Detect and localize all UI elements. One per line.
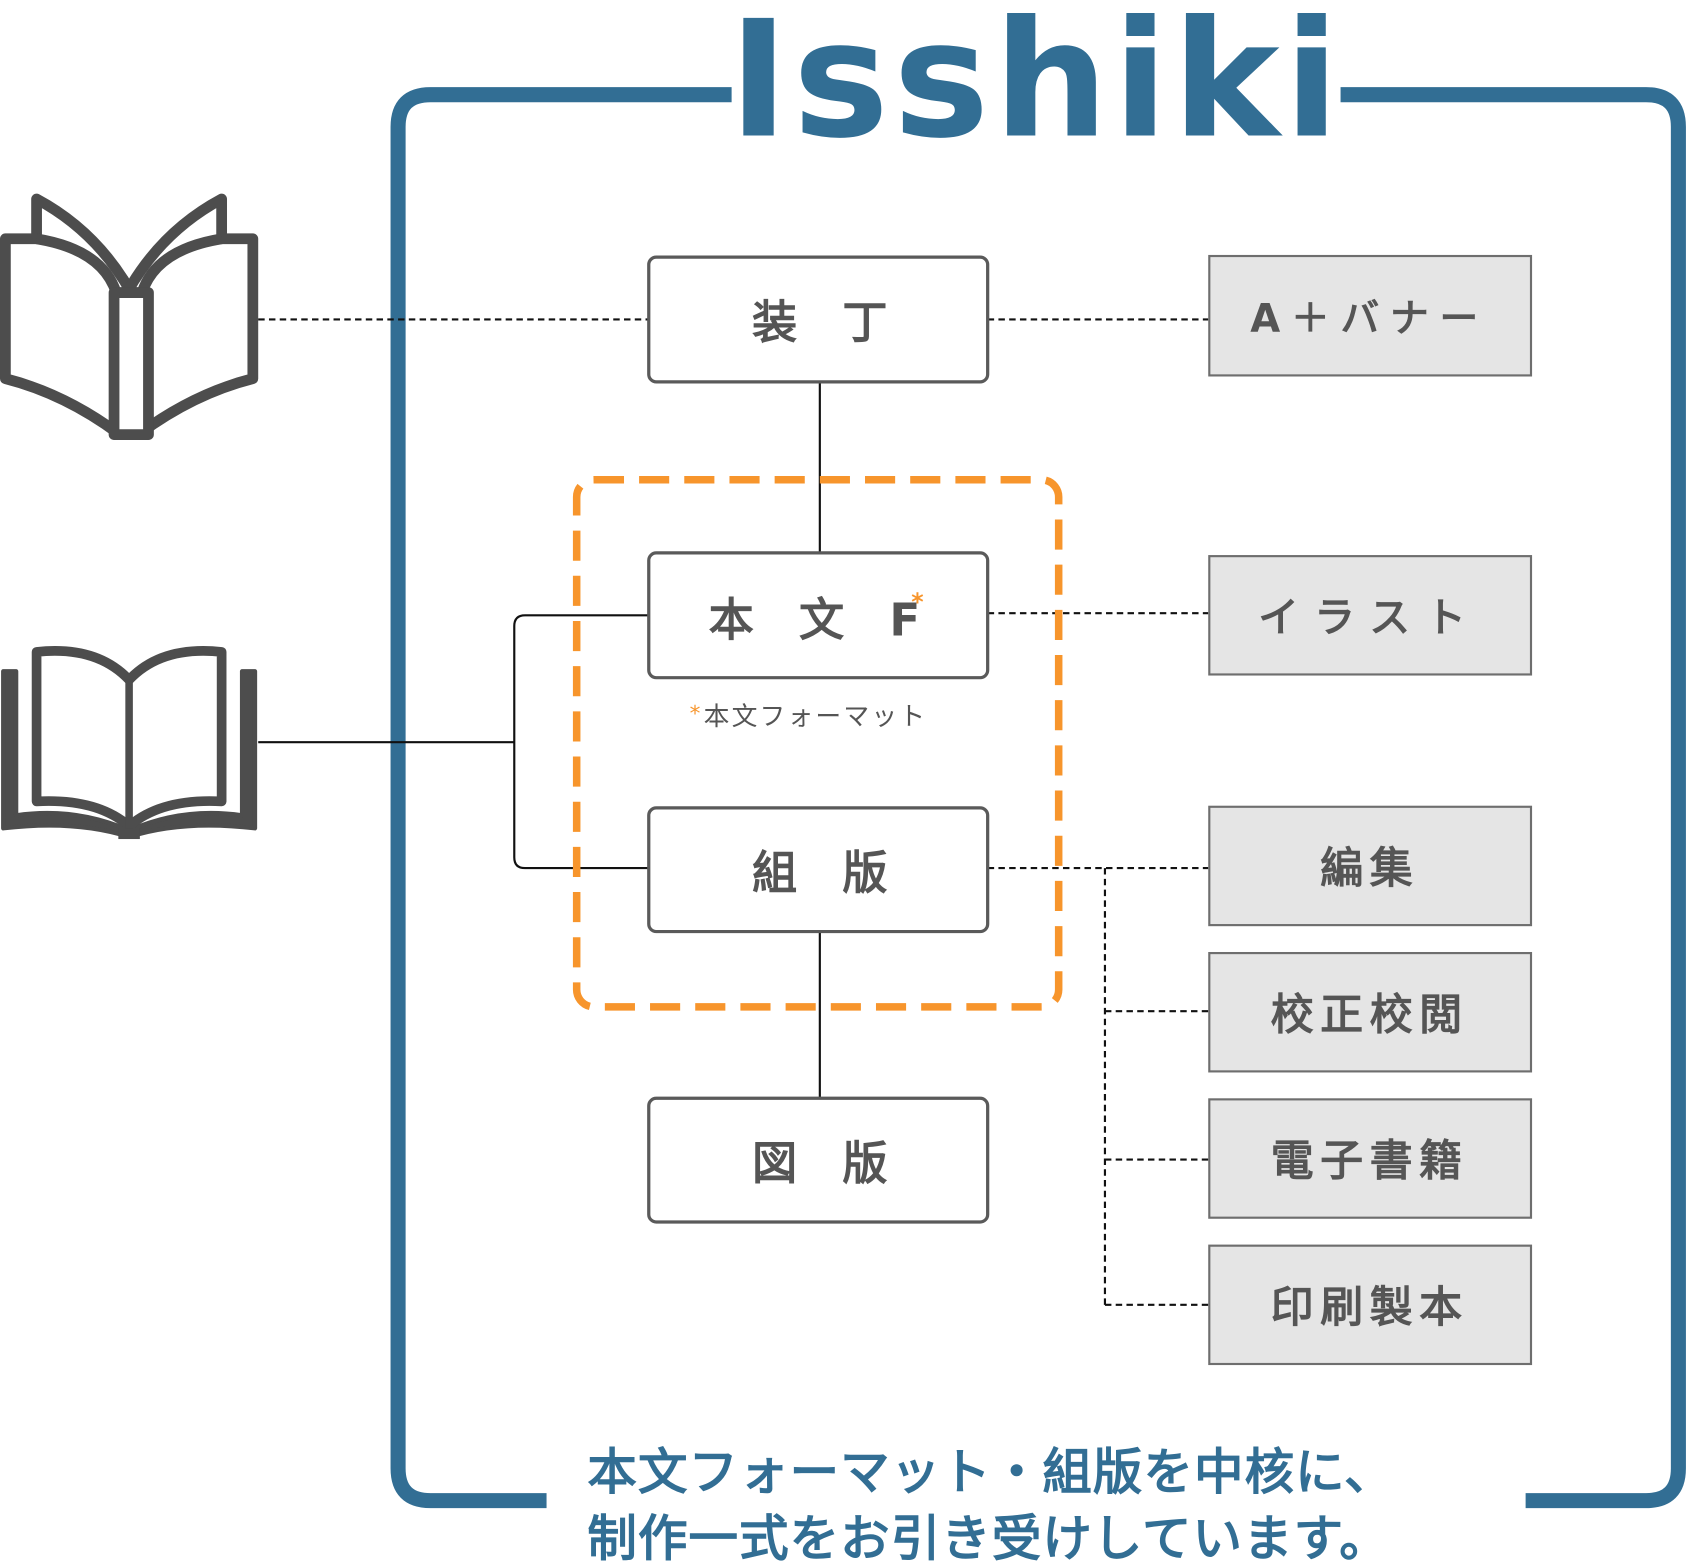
service-node-label: 電子書籍: [1271, 1137, 1469, 1187]
service-node-label: A＋バナー: [1250, 296, 1489, 341]
footnote-marker: *: [911, 588, 923, 616]
open-book-cover-icon: [0, 193, 259, 440]
core-node-honbun[interactable]: 本 文 F *: [647, 551, 990, 680]
service-node-label: 校正校閲: [1271, 990, 1469, 1040]
open-book-body-icon: [1, 646, 258, 840]
core-node-label: 組 版: [752, 847, 888, 900]
tagline-line-2: 制作一式をお引き受けしています。: [587, 1509, 1389, 1563]
service-node-label: 印刷製本: [1271, 1283, 1469, 1333]
frame-left: [390, 87, 732, 1509]
core-node-label: 図 版: [752, 1137, 888, 1190]
core-node-zuhan[interactable]: 図 版: [647, 1096, 990, 1224]
footnote: * 本文フォーマット: [690, 702, 928, 732]
isshiki-frame: [390, 87, 1686, 1509]
footnote-marker: *: [690, 702, 701, 727]
service-node-kousei[interactable]: 校正校閲: [1208, 951, 1533, 1073]
service-node-label: 編集: [1320, 844, 1419, 894]
service-node-ebook[interactable]: 電子書籍: [1208, 1098, 1533, 1219]
service-node-illust[interactable]: イラスト: [1208, 555, 1533, 676]
service-node-label: イラスト: [1258, 593, 1481, 641]
tagline-line-1: 本文フォーマット・組版を中核に、: [587, 1443, 1394, 1501]
core-node-label: 本 文 F: [709, 594, 921, 647]
core-node-kumihan[interactable]: 組 版: [647, 806, 990, 934]
service-node-henshu[interactable]: 編集: [1208, 805, 1533, 927]
frame-right: [1340, 87, 1686, 1509]
service-node-banner[interactable]: A＋バナー: [1208, 254, 1533, 377]
core-node-label: 装 丁: [752, 296, 888, 349]
service-node-print[interactable]: 印刷製本: [1208, 1244, 1533, 1366]
footnote-text: 本文フォーマット: [704, 702, 928, 732]
connector-branch: [513, 614, 649, 870]
brand-title: Isshiki: [729, 0, 1344, 175]
core-node-souchou[interactable]: 装 丁: [647, 255, 990, 384]
connectors: [258, 318, 1209, 1306]
